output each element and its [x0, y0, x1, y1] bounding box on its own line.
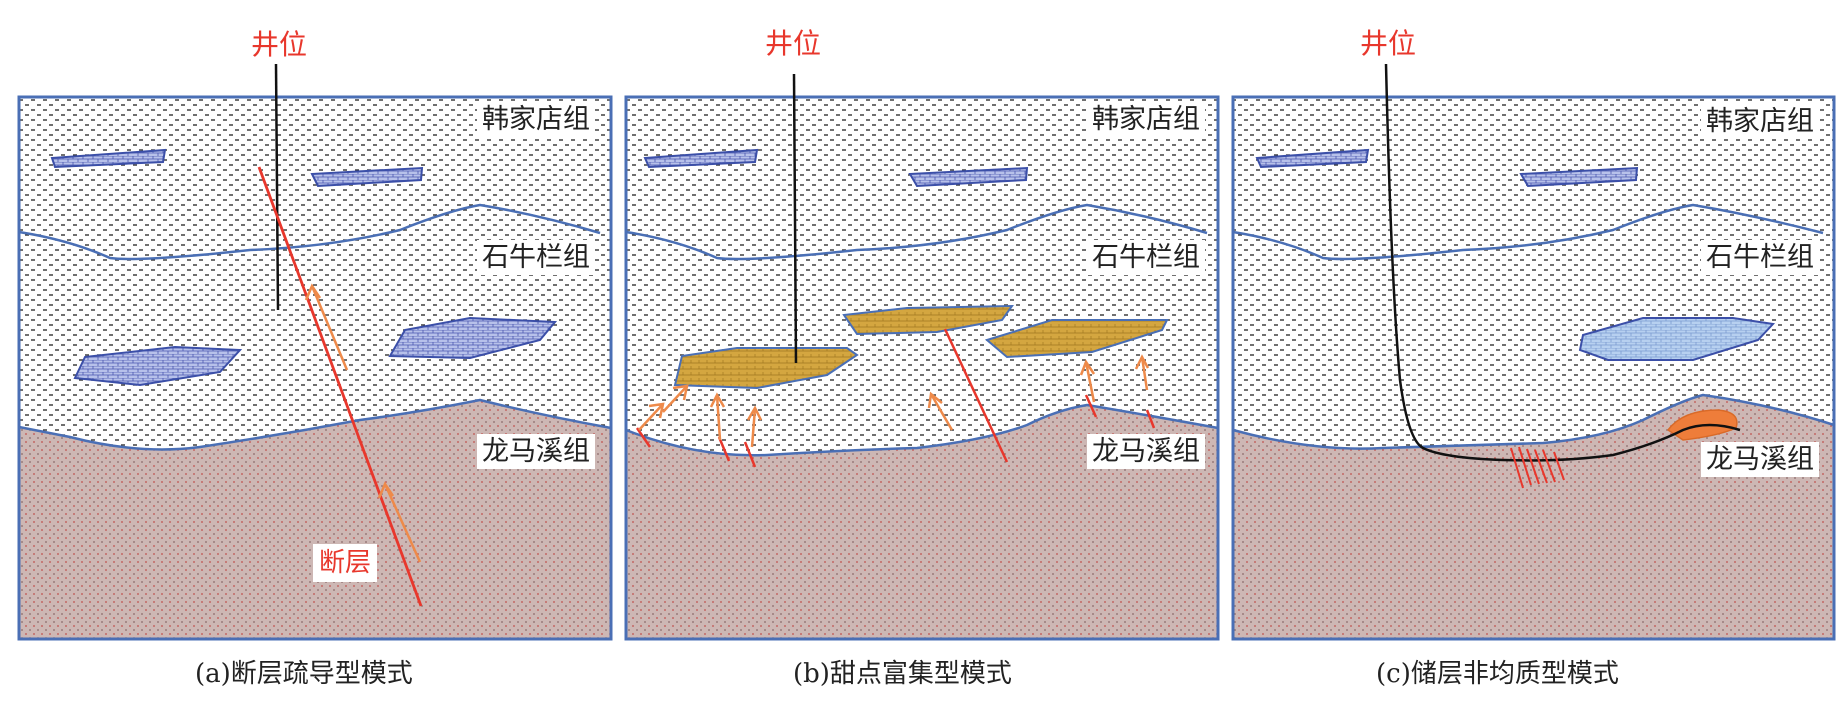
panel-c: 井位 韩家店组 石牛栏组 龙马溪组 (c)储层非均质型模式 [1213, 0, 1836, 728]
shiniulan-top-boundary [1232, 203, 1824, 261]
well-location-label: 井位 [1360, 27, 1417, 60]
migration-arrow-1 [304, 283, 349, 371]
tight-lens-2 [310, 166, 424, 188]
formation-longmaxi-label: 龙马溪组 [1087, 434, 1205, 469]
panel-a-diagram [17, 63, 613, 641]
formation-longmaxi-label: 龙马溪组 [477, 434, 595, 469]
panel-c-frame [1231, 95, 1836, 641]
tight-lens-2 [1519, 166, 1639, 188]
migration-arrow-2 [377, 481, 422, 563]
panel-b-caption: (b)甜点富集型模式 [793, 659, 1012, 689]
shiniulan-top-boundary [625, 203, 1208, 261]
formation-shiniulan-label: 石牛栏组 [1701, 240, 1819, 275]
tight-lens-4 [388, 316, 558, 360]
tight-lens-1 [50, 148, 167, 169]
formation-shiniulan-label: 石牛栏组 [1087, 240, 1205, 275]
heterogeneous-lens [1578, 317, 1776, 361]
formation-hanjiadian-label: 韩家店组 [1087, 102, 1205, 137]
panel-a: 井位 韩家店组 石牛栏组 龙马溪组 断层 (a)断层疏导型模式 [0, 0, 614, 728]
panel-a-frame [17, 95, 613, 641]
panel-b: 井位 韩家店组 石牛栏组 龙马溪组 (b)甜点富集型模式 [607, 0, 1221, 728]
well-location-label: 井位 [765, 27, 822, 60]
fault-label: 断层 [313, 544, 378, 582]
formation-shiniulan-label: 石牛栏组 [477, 240, 595, 275]
migration-arrows [638, 354, 1150, 448]
longmaxi-layer [624, 403, 1220, 641]
tight-lens-2 [908, 166, 1029, 188]
panel-c-caption: (c)储层非均质型模式 [1376, 659, 1619, 689]
sweet-spot-3 [984, 319, 1169, 359]
well-location-label: 井位 [251, 28, 308, 61]
panel-c-diagram [1231, 63, 1836, 641]
sweet-spot-2 [842, 304, 1014, 336]
panel-b-diagram [624, 73, 1220, 641]
well-trace [274, 63, 280, 311]
panel-b-frame [624, 95, 1220, 641]
longmaxi-layer [1231, 393, 1836, 641]
fault-line [943, 328, 1009, 463]
tight-lens-1 [1255, 148, 1370, 169]
horizontal-well-trace [1384, 63, 1741, 462]
fracturing-zone [1510, 446, 1565, 489]
shiniulan-top-boundary [18, 203, 601, 261]
well-trace [792, 73, 798, 364]
fault-line [257, 166, 423, 607]
longmaxi-layer [17, 398, 613, 641]
sweet-spot-1 [673, 347, 859, 390]
formation-hanjiadian-label: 韩家店组 [477, 102, 595, 137]
formation-longmaxi-label: 龙马溪组 [1701, 442, 1819, 477]
formation-hanjiadian-label: 韩家店组 [1701, 104, 1819, 139]
tight-lens-3 [73, 345, 243, 387]
small-faults [635, 394, 1156, 468]
panel-a-caption: (a)断层疏导型模式 [195, 659, 413, 689]
tight-lens-1 [643, 148, 759, 169]
